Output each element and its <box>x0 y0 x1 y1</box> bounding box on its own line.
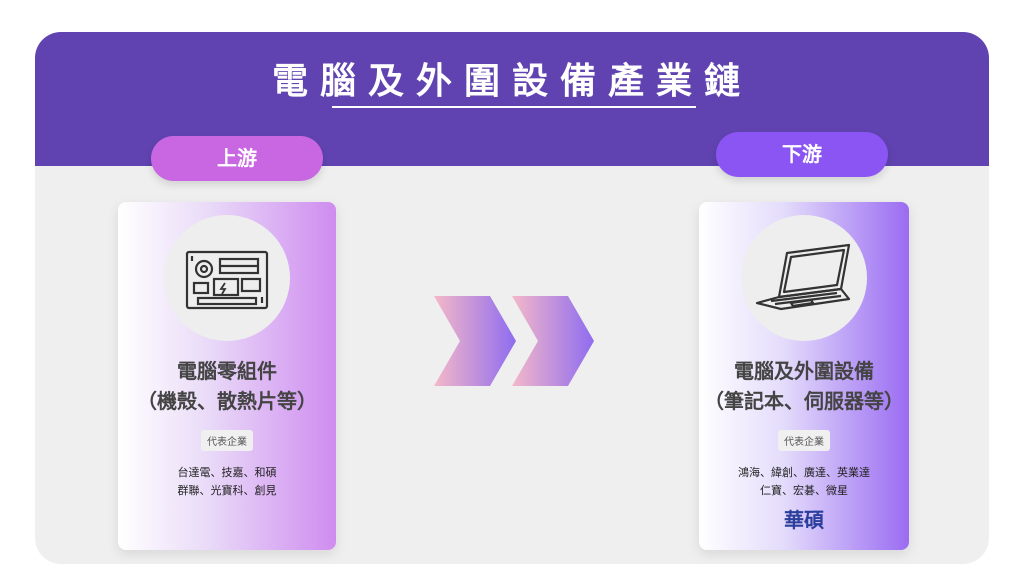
downstream-tag: 代表企業 <box>778 430 830 451</box>
downstream-title-line1: 電腦及外圍設備 <box>734 359 874 383</box>
downstream-icon-circle <box>741 215 867 341</box>
downstream-title-line2: （筆記本、伺服器等） <box>704 389 904 413</box>
upstream-card: 電腦零組件 （機殼、散熱片等） 代表企業 台達電、技嘉、和碩 群聯、光寶科、創見 <box>118 202 336 550</box>
flow-arrows <box>434 296 594 386</box>
chevron-arrow-icon <box>512 296 594 386</box>
upstream-title-line1: 電腦零組件 <box>177 359 277 383</box>
downstream-companies-line1: 鴻海、緯創、廣達、英業達 <box>738 466 870 479</box>
laptop-icon <box>755 243 851 311</box>
upstream-pill: 上游 <box>151 136 323 181</box>
upstream-icon-circle <box>164 215 290 341</box>
downstream-companies-line2: 仁寶、宏碁、微星 <box>760 484 848 497</box>
downstream-pill: 下游 <box>716 132 888 177</box>
diagram-panel: 電腦及外圍設備產業鏈 上游 下游 <box>35 32 989 564</box>
downstream-highlight-company: 華碩 <box>784 508 824 532</box>
upstream-companies-line2: 群聯、光寶科、創見 <box>177 484 277 497</box>
chevron-arrow-icon <box>434 296 516 386</box>
downstream-card: 電腦及外圍設備 （筆記本、伺服器等） 代表企業 鴻海、緯創、廣達、英業達 仁寶、… <box>699 202 909 550</box>
upstream-tag: 代表企業 <box>201 430 253 451</box>
title-underline <box>332 106 696 108</box>
diagram-title: 電腦及外圍設備產業鏈 <box>271 61 752 102</box>
upstream-companies-line1: 台達電、技嘉、和碩 <box>177 466 277 479</box>
motherboard-icon <box>185 250 269 310</box>
upstream-title-line2: （機殼、散熱片等） <box>137 389 317 413</box>
